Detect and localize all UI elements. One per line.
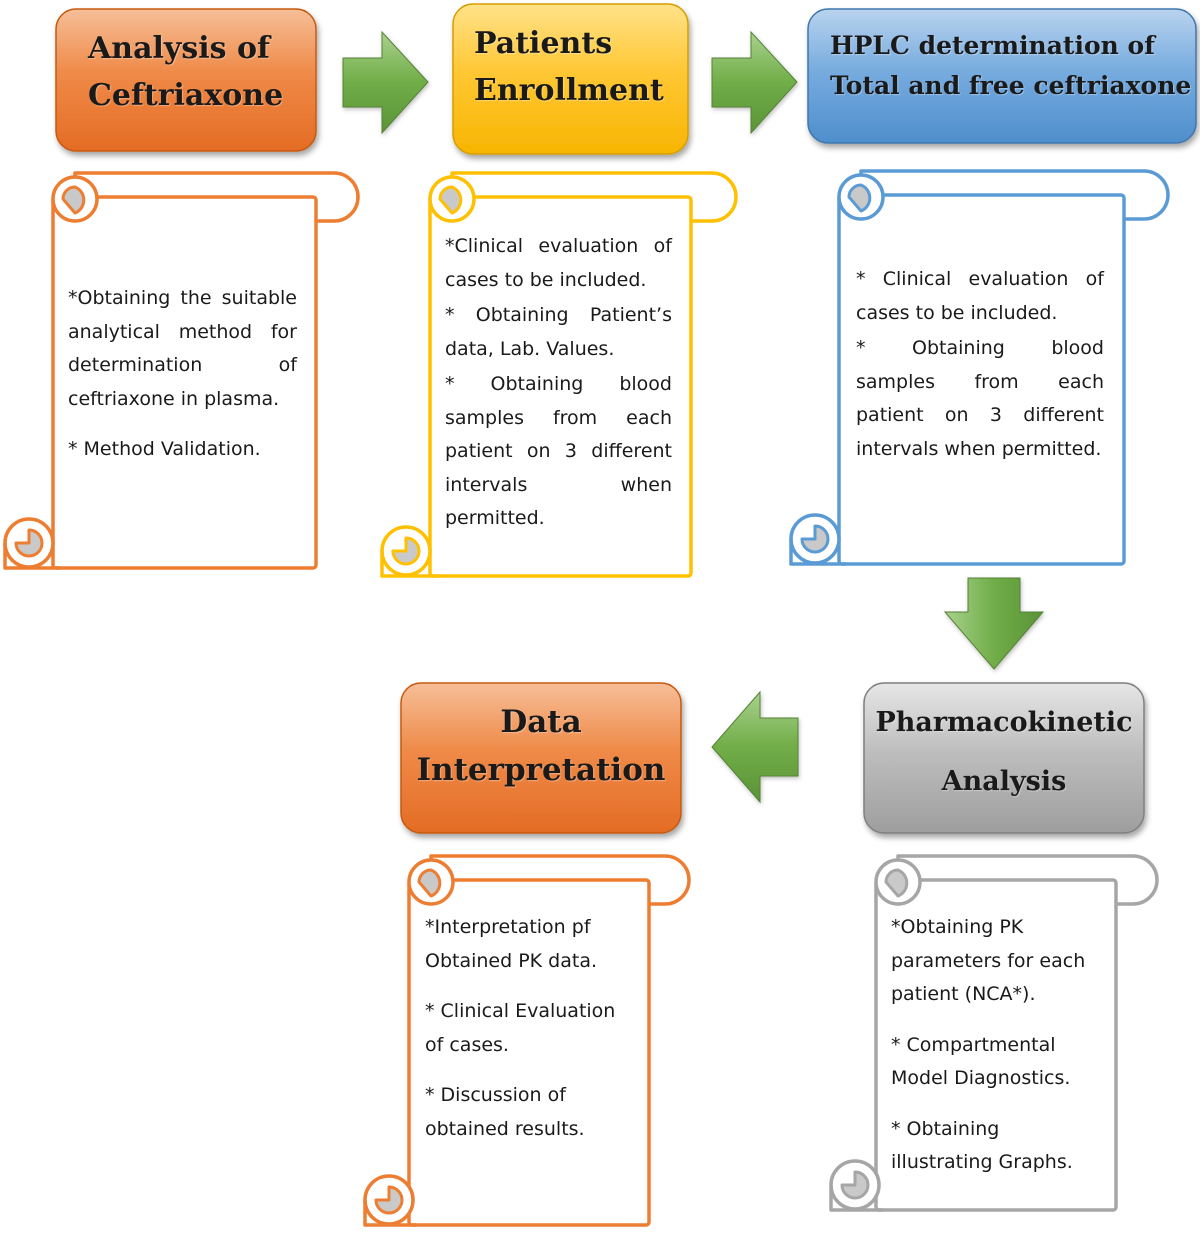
step-title-line: Data	[500, 704, 582, 740]
step-details-pk: *Obtaining PK parameters for each patien…	[891, 911, 1106, 1180]
detail-bullet: * Obtaining illustrating Graphs.	[891, 1117, 1073, 1174]
detail-bullet: *Interpretation pf Obtained PK data.	[425, 916, 598, 972]
arrow-left-icon	[711, 690, 799, 804]
scroll-pk	[829, 854, 1159, 1212]
step-title-analysis: Analysis of Ceftriaxone	[88, 25, 283, 119]
step-title-line: Patients	[474, 26, 613, 61]
arrow-right-2-icon	[711, 30, 798, 135]
step-title-interpretation: Data Interpretation	[401, 698, 681, 794]
header-box-pk	[863, 682, 1145, 834]
detail-bullet: * Clinical evaluation of cases to be inc…	[856, 268, 1104, 324]
detail-bullet: * Discussion of obtained results.	[425, 1084, 585, 1140]
detail-bullet: * Obtaining blood samples from each pati…	[445, 373, 672, 529]
step-title-line: Ceftriaxone	[88, 78, 284, 113]
detail-bullet: * Method Validation.	[68, 438, 261, 460]
step-details-hplc: * Clinical evaluation of cases to be inc…	[856, 263, 1104, 466]
step-title-line: Pharmacokinetic	[875, 707, 1133, 738]
header-box-analysis	[55, 8, 317, 152]
step-details-interpretation: *Interpretation pf Obtained PK data. * C…	[425, 911, 630, 1146]
header-box-enrollment	[452, 3, 689, 155]
detail-bullet: *Obtaining PK parameters for each patien…	[891, 916, 1086, 1005]
step-details-analysis: *Obtaining the suitable analytical metho…	[68, 282, 297, 467]
step-details-enrollment: *Clinical evaluation of cases to be incl…	[445, 230, 672, 536]
detail-bullet: * Obtaining blood samples from each pati…	[856, 337, 1104, 460]
step-title-line: Enrollment	[474, 73, 664, 108]
step-title-line: Analysis	[941, 766, 1067, 797]
detail-bullet: *Clinical evaluation of cases to be incl…	[445, 235, 672, 291]
scroll-hplc	[789, 169, 1170, 566]
step-title-pk: Pharmacokinetic Analysis	[864, 693, 1144, 811]
scroll-enrollment	[380, 171, 738, 578]
header-box-interpretation	[400, 682, 682, 834]
step-title-enrollment: Patients Enrollment	[474, 20, 664, 114]
arrow-right-1-icon	[342, 30, 429, 135]
step-title-line: Interpretation	[416, 752, 666, 788]
detail-bullet: * Obtaining Patient’s data, Lab. Values.	[445, 304, 672, 360]
scroll-analysis	[3, 171, 360, 570]
header-box-hplc	[807, 8, 1197, 144]
step-title-line: Total and free ceftriaxone	[830, 71, 1192, 100]
step-title-line: HPLC determination of	[830, 31, 1155, 60]
scroll-interpretation	[363, 854, 691, 1227]
step-title-hplc: HPLC determination of Total and free cef…	[830, 26, 1191, 106]
detail-bullet: * Compartmental Model Diagnostics.	[891, 1033, 1071, 1090]
arrow-down-icon	[943, 577, 1045, 670]
step-title-line: Analysis of	[88, 31, 270, 66]
detail-bullet: * Clinical Evaluation of cases.	[425, 1000, 616, 1056]
detail-bullet: *Obtaining the suitable analytical metho…	[68, 287, 297, 410]
